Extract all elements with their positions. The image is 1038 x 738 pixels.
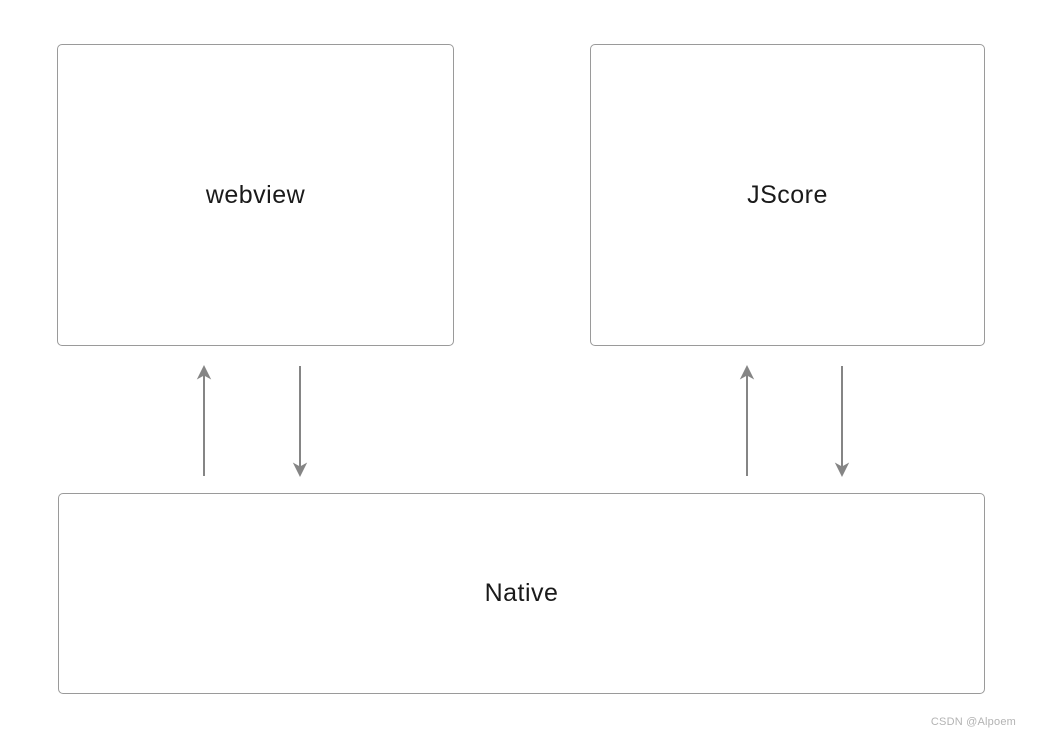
arrow-up-native-to-jscore-icon	[739, 365, 755, 476]
arrow-down-jscore-to-native-icon	[834, 366, 850, 477]
arrow-up-native-to-webview-icon	[196, 365, 212, 476]
arrow-head	[834, 462, 850, 477]
arrow-head	[739, 365, 755, 380]
node-jscore: JScore	[590, 44, 985, 346]
arrow-down-webview-to-native-icon	[292, 366, 308, 477]
node-webview: webview	[57, 44, 454, 346]
node-webview-label: webview	[205, 180, 306, 209]
watermark: CSDN @Alpoem	[930, 716, 1016, 728]
node-native-label: Native	[484, 579, 559, 607]
node-native: Native	[58, 493, 985, 694]
node-jscore-label: JScore	[747, 180, 828, 209]
arrow-head	[196, 365, 212, 380]
arrow-head	[292, 462, 308, 477]
